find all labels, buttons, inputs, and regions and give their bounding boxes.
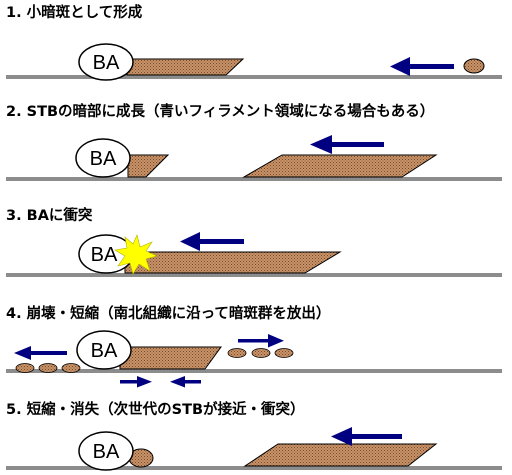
step-1-title: 1. 小暗斑として形成 bbox=[6, 5, 143, 21]
step-1-ba-label: BA bbox=[93, 52, 120, 74]
right-ejected-spots bbox=[227, 348, 294, 358]
collision-flash-icon bbox=[114, 234, 158, 275]
step-5-title: 5. 短縮・消失（次世代のSTBが接近・衝突） bbox=[6, 402, 305, 418]
step-2-ba-label: BA bbox=[90, 148, 117, 170]
step-5-scene: BA bbox=[6, 427, 502, 471]
shrink-arrow-left bbox=[170, 376, 201, 388]
right-arrow bbox=[238, 334, 284, 348]
step-2-stb-dark-region bbox=[242, 154, 438, 178]
step-5-baseline bbox=[6, 466, 502, 470]
step-3-scene: BA bbox=[6, 232, 502, 277]
ejected-spot bbox=[251, 348, 271, 358]
ejected-spot bbox=[38, 363, 58, 373]
step-3-ba-label: BA bbox=[91, 244, 118, 266]
step-3-title: 3. BAに衝突 bbox=[6, 208, 93, 224]
step-4-ba-label: BA bbox=[91, 340, 118, 362]
step-1-ba-oval bbox=[78, 43, 134, 81]
step-2-motion-arrow bbox=[310, 135, 384, 154]
step-1-motion-arrow bbox=[390, 57, 454, 76]
step-5-motion-arrow bbox=[331, 427, 402, 446]
step-4-scene: BA bbox=[6, 330, 502, 388]
left-ejected-spots bbox=[15, 363, 81, 373]
step-5-next-stb-region bbox=[243, 443, 438, 467]
step-2-scene: BA bbox=[6, 135, 502, 181]
step-1-dark-spot bbox=[126, 58, 245, 76]
step-5-ba-oval bbox=[78, 431, 134, 471]
step-2-baseline bbox=[6, 177, 502, 181]
step-1-scene: BA bbox=[6, 43, 502, 81]
step-2-title: 2. STBの暗部に成長（青いフィラメント領域になる場合もある） bbox=[6, 104, 435, 120]
step-4-ba-oval bbox=[76, 330, 132, 370]
step-3-motion-arrow bbox=[180, 232, 244, 251]
step-2-ba-tail bbox=[127, 154, 170, 178]
step-3-baseline bbox=[6, 273, 502, 277]
step-4-collapsing-region bbox=[119, 346, 222, 370]
ejected-spot bbox=[15, 363, 35, 373]
step-3-stb-dark-region bbox=[124, 251, 342, 274]
ejected-spot bbox=[274, 348, 294, 358]
step-2-ba-oval bbox=[75, 138, 131, 178]
ejected-spot bbox=[227, 348, 247, 358]
step-5-ba-label: BA bbox=[93, 441, 120, 463]
step-4-title: 4. 崩壊・短縮（南北組織に沿って暗斑群を放出） bbox=[6, 306, 331, 322]
step-1-small-dark-spot bbox=[463, 58, 485, 74]
left-arrow bbox=[14, 346, 67, 360]
step-1-baseline bbox=[6, 75, 502, 79]
ejected-spot bbox=[61, 363, 81, 373]
shrink-arrow-right bbox=[120, 376, 152, 388]
step-4-baseline bbox=[6, 369, 502, 373]
